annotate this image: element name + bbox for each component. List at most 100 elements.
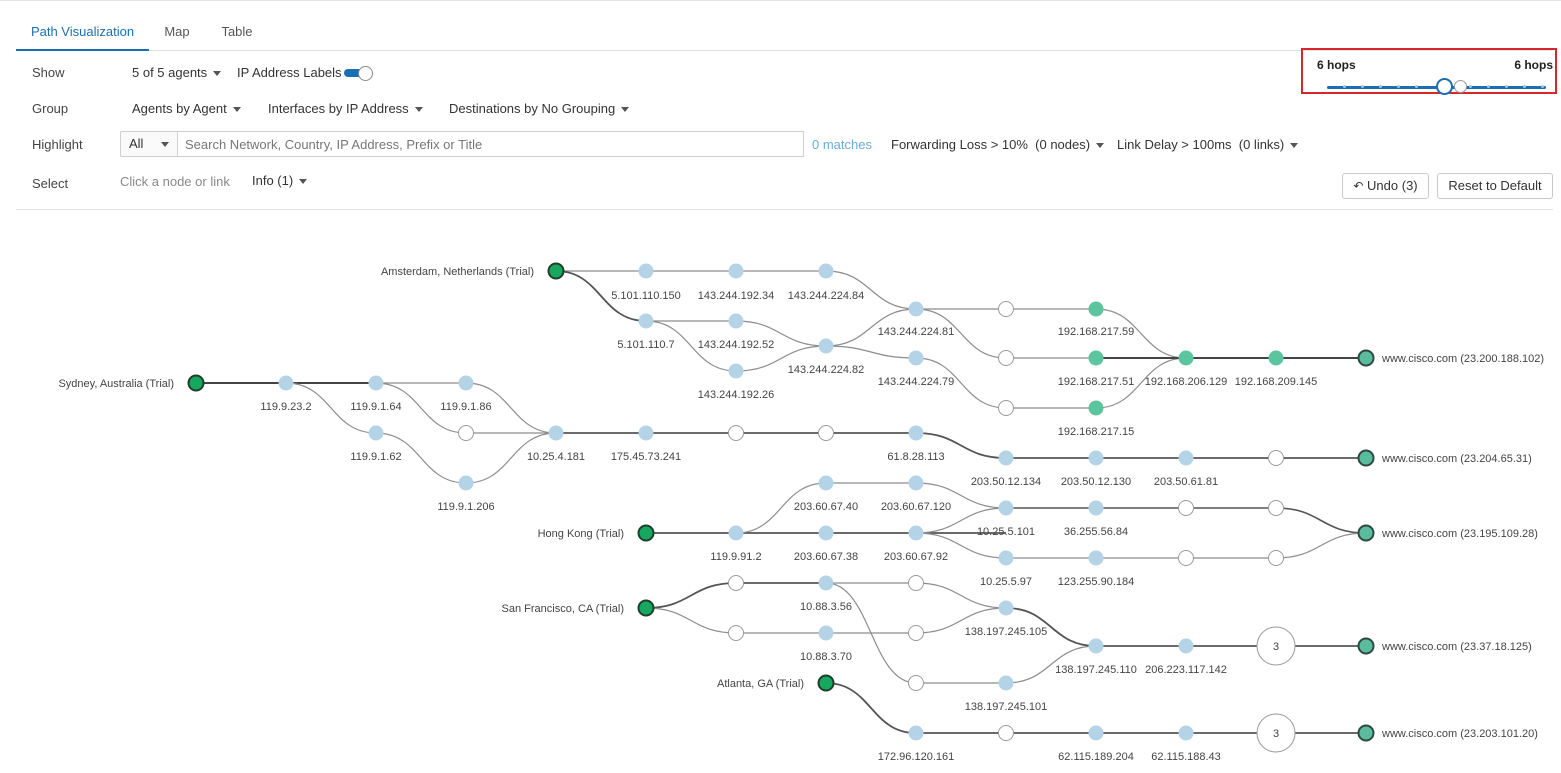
destination-node[interactable] (1359, 726, 1374, 741)
interface-node[interactable] (1089, 551, 1104, 566)
interface-label: 138.197.245.105 (965, 626, 1048, 638)
agent-node[interactable] (639, 601, 654, 616)
interface-node[interactable] (999, 551, 1014, 566)
interface-node[interactable] (819, 526, 834, 541)
interface-node[interactable] (999, 451, 1014, 466)
interface-label: 203.50.12.130 (1061, 476, 1131, 488)
interface-node[interactable] (459, 476, 474, 491)
agent-node[interactable] (639, 526, 654, 541)
interface-node[interactable] (639, 314, 654, 329)
interface-node[interactable] (909, 426, 924, 441)
unknown-node[interactable] (1269, 551, 1284, 566)
unknown-node[interactable] (909, 676, 924, 691)
agent-node[interactable] (819, 676, 834, 691)
interface-node[interactable] (819, 576, 834, 591)
interface-node[interactable] (1179, 726, 1194, 741)
link[interactable] (916, 433, 1366, 458)
interface-label: 119.9.1.64 (350, 401, 401, 413)
interface-node[interactable] (1179, 451, 1194, 466)
interface-node[interactable] (819, 339, 834, 354)
interface-node[interactable] (1179, 639, 1194, 654)
interface-label: 206.223.117.142 (1145, 664, 1227, 676)
interface-node[interactable] (729, 314, 744, 329)
link[interactable] (826, 346, 916, 358)
private-node[interactable] (1089, 351, 1104, 366)
agent-node[interactable] (189, 376, 204, 391)
interface-label: 203.60.67.40 (794, 501, 858, 513)
interface-node[interactable] (909, 726, 924, 741)
interface-node[interactable] (1089, 501, 1104, 516)
interface-node[interactable] (819, 264, 834, 279)
interface-label: 10.88.3.56 (800, 601, 852, 613)
interface-label: 143.244.224.79 (878, 376, 954, 388)
unknown-node[interactable] (459, 426, 474, 441)
interface-node[interactable] (1089, 726, 1104, 741)
link[interactable] (646, 608, 916, 633)
interface-label: 143.244.224.81 (878, 326, 954, 338)
interface-node[interactable] (909, 476, 924, 491)
interface-node[interactable] (729, 526, 744, 541)
interface-label: 10.88.3.70 (800, 651, 852, 663)
unknown-node[interactable] (1179, 551, 1194, 566)
unknown-node[interactable] (729, 576, 744, 591)
unknown-node[interactable] (999, 351, 1014, 366)
interface-node[interactable] (909, 351, 924, 366)
private-node[interactable] (1179, 351, 1194, 366)
interface-label: 203.50.61.81 (1154, 476, 1218, 488)
interface-node[interactable] (729, 264, 744, 279)
interface-node[interactable] (999, 601, 1014, 616)
interface-node[interactable] (909, 302, 924, 317)
interface-node[interactable] (639, 264, 654, 279)
agent-label: Amsterdam, Netherlands (Trial) (381, 266, 534, 278)
interface-label: 143.244.192.26 (698, 389, 774, 401)
link[interactable] (736, 483, 1006, 533)
destination-node[interactable] (1359, 451, 1374, 466)
interface-label: 61.8.28.113 (887, 451, 944, 463)
destination-node[interactable] (1359, 526, 1374, 541)
interface-label: 203.60.67.92 (884, 551, 948, 563)
interface-node[interactable] (819, 476, 834, 491)
interface-node[interactable] (729, 364, 744, 379)
unknown-node[interactable] (1179, 501, 1194, 516)
interface-node[interactable] (369, 426, 384, 441)
private-node[interactable] (1269, 351, 1284, 366)
unknown-node[interactable] (729, 626, 744, 641)
private-node[interactable] (1089, 401, 1104, 416)
interface-label: 143.244.192.34 (698, 290, 774, 302)
unknown-node[interactable] (909, 626, 924, 641)
interface-node[interactable] (999, 501, 1014, 516)
agent-node[interactable] (549, 264, 564, 279)
unknown-node[interactable] (909, 576, 924, 591)
interface-node[interactable] (1089, 451, 1104, 466)
interface-label: 143.244.224.84 (788, 290, 864, 302)
unknown-node[interactable] (1269, 501, 1284, 516)
destination-node[interactable] (1359, 351, 1374, 366)
destination-labels: www.cisco.com (23.200.188.102) www.cisco… (1381, 353, 1544, 740)
unknown-node[interactable] (819, 426, 834, 441)
interface-node[interactable] (369, 376, 384, 391)
interface-node[interactable] (639, 426, 654, 441)
interface-label: 123.255.90.184 (1058, 576, 1134, 588)
unknown-node[interactable] (999, 302, 1014, 317)
destination-node[interactable] (1359, 639, 1374, 654)
unknown-node[interactable] (999, 726, 1014, 741)
interface-node[interactable] (1089, 639, 1104, 654)
link[interactable] (1276, 533, 1366, 558)
interface-node[interactable] (819, 626, 834, 641)
interface-node[interactable] (279, 376, 294, 391)
unknown-node[interactable] (1269, 451, 1284, 466)
collapsed-hops-count: 3 (1273, 641, 1279, 653)
link[interactable] (1276, 508, 1366, 533)
interface-node[interactable] (999, 676, 1014, 691)
interface-node[interactable] (909, 526, 924, 541)
agent-label: Hong Kong (Trial) (538, 528, 624, 540)
interface-label: 138.197.245.101 (965, 701, 1048, 713)
unknown-node[interactable] (729, 426, 744, 441)
private-node[interactable] (1089, 302, 1104, 317)
unknown-node[interactable] (999, 401, 1014, 416)
interface-label: 143.244.224.82 (788, 364, 864, 376)
interface-node[interactable] (459, 376, 474, 391)
interface-label: 119.9.23.2 (260, 401, 311, 413)
interface-node[interactable] (549, 426, 564, 441)
interface-label: 143.244.192.52 (698, 339, 774, 351)
